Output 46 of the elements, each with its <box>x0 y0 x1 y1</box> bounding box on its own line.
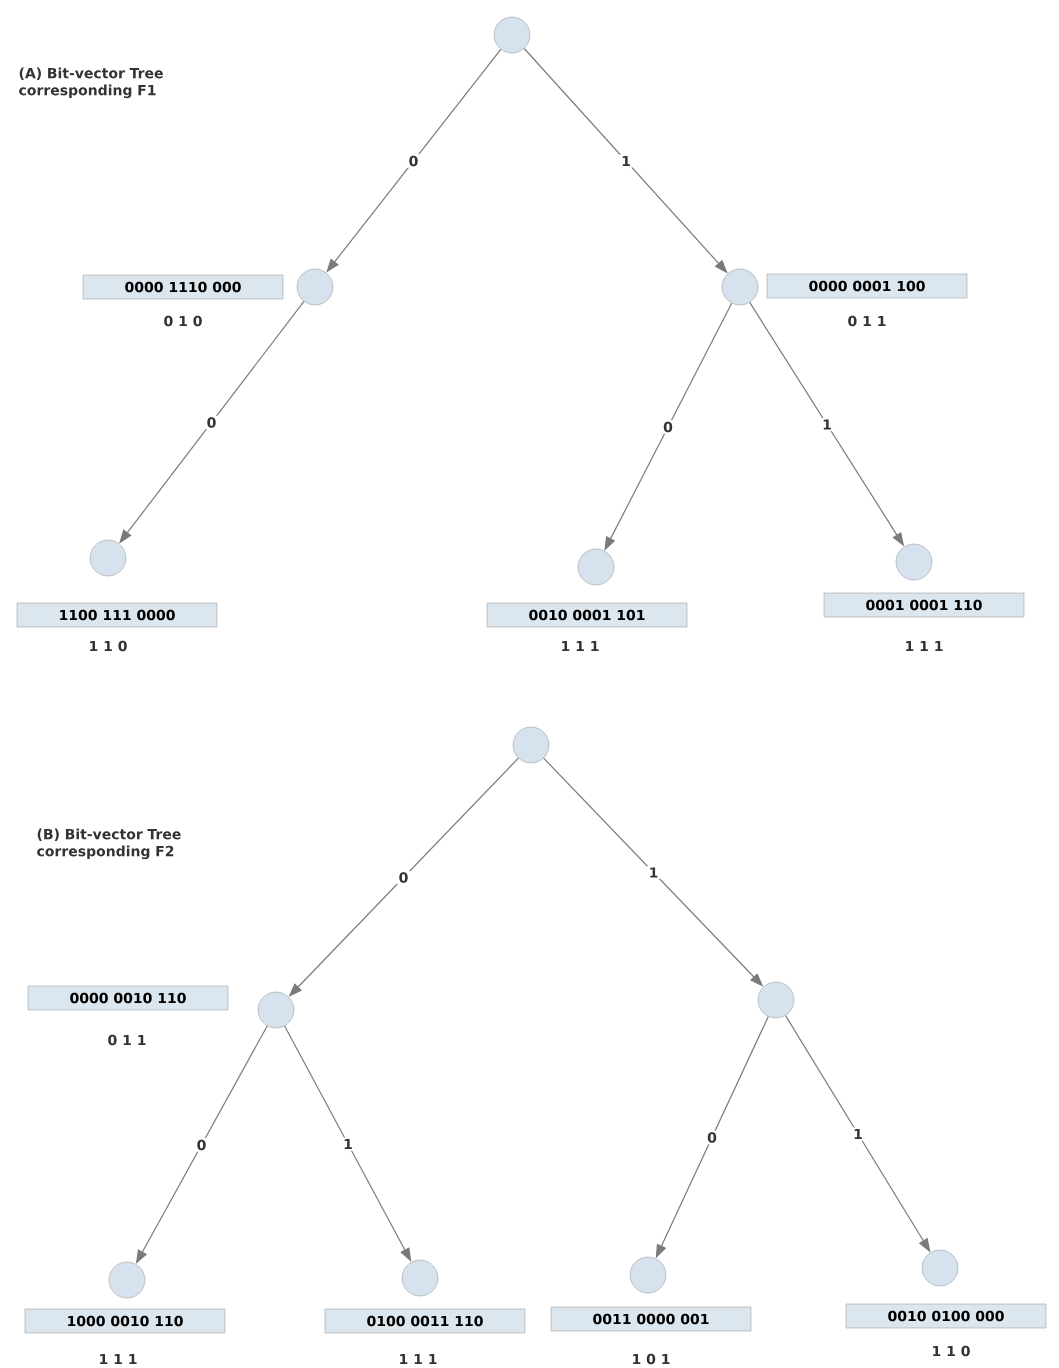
edge-label: 1 <box>823 419 831 430</box>
edge-label: 1 <box>344 1138 352 1150</box>
edge-label: 0 <box>409 155 418 167</box>
label-box: 0011 0000 001 <box>550 1306 752 1332</box>
label-box: 0010 0001 101 <box>486 602 688 628</box>
label-box: 0010 0100 000 <box>845 1303 1047 1329</box>
edge-label: 0 <box>197 1139 206 1151</box>
tree-node <box>108 1261 146 1299</box>
label-box: 0100 0011 110 <box>324 1308 526 1334</box>
tree-node <box>89 539 127 577</box>
tree-node <box>577 548 615 586</box>
panel-title: (B) Bit-vector Tree corresponding F2 <box>37 828 181 860</box>
bit-label: 1 1 1 <box>100 1353 137 1365</box>
tree-node <box>296 268 334 306</box>
label-box: 0000 1110 000 <box>82 274 284 300</box>
tree-node <box>721 268 759 306</box>
tree-node <box>895 543 933 581</box>
bit-label: 1 1 1 <box>562 640 599 652</box>
tree-node <box>921 1249 959 1287</box>
edge-label: 0 <box>663 421 673 433</box>
tree-node <box>629 1256 667 1294</box>
tree-node <box>493 16 531 54</box>
edge-label: 1 <box>622 155 630 167</box>
edge-label: 0 <box>707 1132 717 1143</box>
tree-node <box>257 991 295 1029</box>
bit-label: 1 1 1 <box>400 1353 437 1365</box>
tree-node <box>512 726 550 764</box>
tree-node <box>401 1259 439 1297</box>
edge-label: 0 <box>399 872 408 883</box>
label-box: 1100 111 0000 <box>16 602 218 628</box>
bit-label: 0 1 1 <box>108 1034 146 1046</box>
bit-label: 1 0 1 <box>633 1353 670 1365</box>
bit-label: 0 1 1 <box>848 315 886 327</box>
label-box: 0000 0001 100 <box>766 273 968 299</box>
bit-label: 0 1 0 <box>164 315 202 327</box>
edge-label: 1 <box>854 1128 862 1140</box>
bit-label: 1 1 0 <box>933 1345 970 1357</box>
bit-label: 1 1 1 <box>906 640 943 652</box>
edge-label: 1 <box>650 867 658 878</box>
tree-node <box>757 981 795 1019</box>
label-box: 0000 0010 110 <box>27 985 229 1011</box>
panel-title: (A) Bit-vector Tree corresponding F1 <box>19 67 163 99</box>
edge-label: 0 <box>207 417 216 428</box>
label-box: 0001 0001 110 <box>823 592 1025 618</box>
bit-label: 1 1 0 <box>90 640 127 652</box>
label-box: 1000 0010 110 <box>24 1308 226 1334</box>
